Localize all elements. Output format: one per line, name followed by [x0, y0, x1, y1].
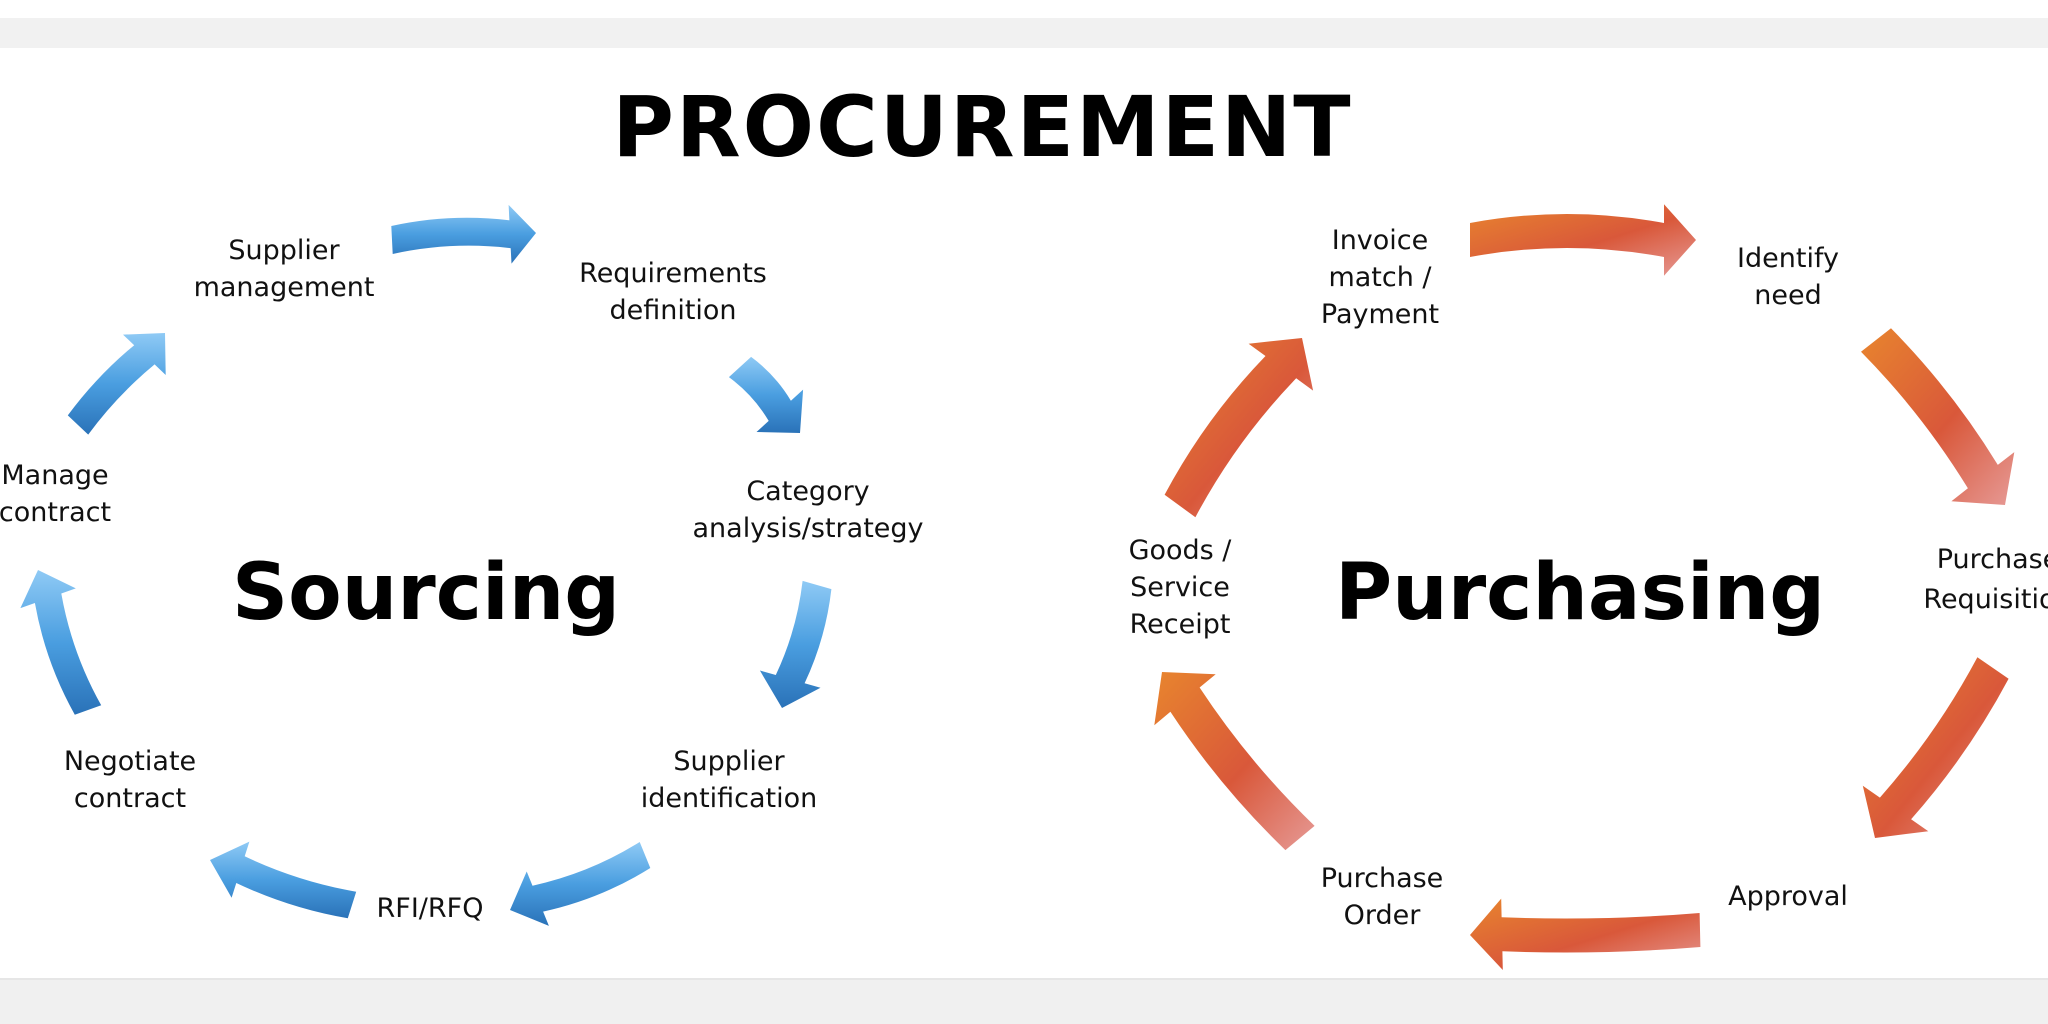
node-line: Identify	[1737, 243, 1839, 274]
purchasing-arrow-3	[1862, 657, 2009, 838]
node-line: Manage	[1, 460, 109, 491]
node-line: need	[1754, 280, 1822, 311]
node-line: Requirements	[579, 258, 767, 289]
node-line: Invoice	[1331, 225, 1429, 256]
node-line: contract	[73, 783, 187, 814]
node-line: analysis/strategy	[692, 513, 924, 544]
sourcing-arrow-7	[67, 333, 166, 435]
purchasing-arrow-2	[1861, 328, 2015, 505]
node-rfi-rfq: RFI/RFQ	[360, 890, 500, 927]
top-band-inner	[0, 0, 2048, 18]
node-line: Purchase	[1320, 863, 1444, 894]
node-line: match /	[1328, 262, 1432, 293]
sourcing-arrow-6	[20, 570, 102, 715]
purchasing-arrow-1	[1470, 204, 1696, 276]
purchasing-label: Purchasing	[1335, 548, 1826, 638]
sourcing-arrow-2	[728, 356, 804, 433]
node-identify-need: Identify need	[1718, 240, 1858, 314]
sourcing-arrow-4	[510, 842, 651, 926]
node-negotiate-contract: Negotiate contract	[40, 743, 220, 817]
node-line: RFI/RFQ	[376, 893, 484, 924]
node-line: definition	[609, 295, 737, 326]
sourcing-arrow-3	[759, 580, 832, 708]
node-line: Service	[1130, 572, 1230, 603]
node-line: Order	[1343, 900, 1421, 931]
purchasing-arrows	[1154, 204, 2015, 970]
node-line: identification	[640, 783, 818, 814]
node-line: Payment	[1320, 299, 1440, 330]
diagram-title: PROCUREMENT	[612, 78, 1353, 176]
sourcing-arrow-1	[391, 204, 536, 264]
node-approval: Approval	[1708, 878, 1868, 915]
node-line: Goods /	[1128, 535, 1232, 566]
bottom-divider	[0, 978, 2048, 980]
node-manage-contract: Manage contract	[0, 457, 120, 531]
node-supplier-management: Supplier management	[176, 232, 392, 306]
node-purchase-order: Purchase Order	[1292, 860, 1472, 934]
node-line: contract	[0, 497, 112, 528]
node-line: Requisition	[1923, 584, 2048, 615]
sourcing-arrows	[20, 204, 832, 926]
node-line: Approval	[1728, 881, 1848, 912]
node-line: Receipt	[1129, 609, 1231, 640]
sourcing-arrow-5	[210, 841, 357, 919]
node-line: Supplier	[673, 746, 785, 777]
purchasing-arrow-4	[1470, 898, 1701, 970]
purchasing-arrow-5	[1154, 672, 1315, 851]
node-line: Negotiate	[63, 746, 197, 777]
node-goods-service-receipt: Goods / Service Receipt	[1100, 532, 1260, 643]
node-requirements-definition: Requirements definition	[553, 255, 793, 329]
sourcing-label: Sourcing	[232, 548, 621, 638]
node-invoice-payment: Invoice match / Payment	[1290, 222, 1470, 333]
node-category-analysis: Category analysis/strategy	[668, 473, 948, 547]
node-line: management	[193, 272, 375, 303]
bottom-band	[0, 980, 2048, 1024]
node-line: Purchase	[1936, 544, 2048, 575]
node-purchase-requisition: Purchase Requisition	[1898, 540, 2048, 620]
node-line: Supplier	[228, 235, 340, 266]
node-line: Category	[746, 476, 870, 507]
node-supplier-identification: Supplier identification	[618, 743, 840, 817]
purchasing-arrow-6	[1164, 338, 1314, 518]
